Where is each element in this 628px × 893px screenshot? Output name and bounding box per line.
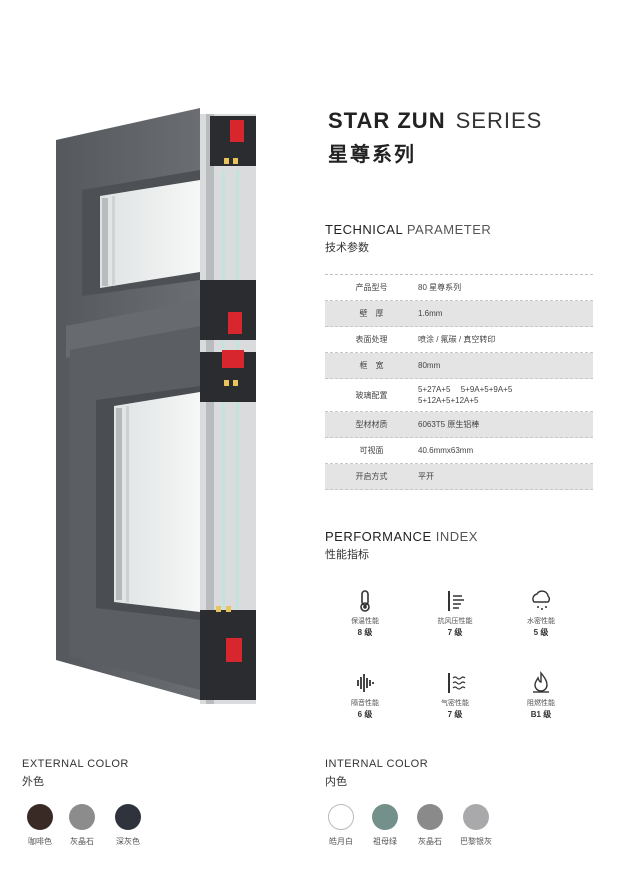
- color-swatch: 灰晶石: [66, 804, 98, 847]
- param-value: 5+27A+5 5+9A+5+9A+5 5+12A+5+12A+5: [418, 384, 593, 406]
- performance-level: B1 级: [530, 710, 552, 719]
- color-swatch: 祖母绿: [369, 804, 401, 847]
- param-value: 平开: [418, 472, 434, 481]
- color-swatch: 咖啡色: [24, 804, 56, 847]
- series-name: STAR ZUN: [328, 108, 446, 133]
- param-value-line2: 5+12A+5+12A+5: [418, 396, 479, 405]
- technical-heading-dark: TECHNICAL: [325, 222, 403, 237]
- swatch-name: 皓月白: [329, 837, 353, 846]
- param-value: 80 星尊系列: [418, 283, 462, 292]
- swatch-name: 巴黎银灰: [460, 837, 492, 846]
- swatch-dot: [463, 804, 489, 830]
- param-row: 产品型号 80 星尊系列: [325, 275, 593, 301]
- param-value: 6063T5 原生铝棒: [418, 420, 480, 429]
- sound-wave-icon: [357, 674, 374, 692]
- technical-heading: TECHNICAL PARAMETER 技术参数: [325, 222, 491, 255]
- swatch-dot: [27, 804, 53, 830]
- performance-label: 保温性能: [351, 618, 379, 625]
- param-value: 1.6mm: [418, 309, 443, 318]
- water-tight-icon: [532, 590, 550, 610]
- parameter-table: 产品型号 80 星尊系列 壁 厚 1.6mm 表面处理 喷涂 / 氟碳 / 真空…: [325, 274, 593, 490]
- external-color-heading: EXTERNAL COLOR: [22, 758, 129, 770]
- performance-item: 气密性能 7 级: [415, 670, 495, 720]
- param-key: 框 宽: [359, 361, 384, 370]
- swatch-dot: [417, 804, 443, 830]
- technical-heading-light: PARAMETER: [406, 222, 492, 237]
- performance-item: 阻燃性能 B1 级: [501, 670, 581, 720]
- performance-heading-dark: PERFORMANCE: [325, 529, 432, 544]
- performance-label: 抗风压性能: [437, 618, 473, 625]
- internal-color-heading-cn: 内色: [325, 776, 347, 788]
- param-value: 80mm: [418, 361, 441, 370]
- swatch-name: 咖啡色: [28, 837, 52, 846]
- air-tight-icon: [448, 673, 466, 693]
- external-color-heading-cn: 外色: [22, 776, 44, 788]
- performance-heading-cn: 性能指标: [325, 549, 369, 561]
- performance-level: 8 级: [357, 628, 373, 637]
- performance-item: 保温性能 8 级: [325, 588, 405, 638]
- performance-item: 水密性能 5 级: [501, 588, 581, 638]
- performance-heading-light: INDEX: [435, 529, 478, 544]
- param-row: 框 宽 80mm: [325, 353, 593, 379]
- thermometer-icon: [360, 590, 370, 612]
- series-suffix: SERIES: [455, 108, 543, 133]
- performance-label: 阻燃性能: [527, 700, 555, 707]
- param-row: 壁 厚 1.6mm: [325, 301, 593, 327]
- performance-level: 7 级: [447, 628, 463, 637]
- param-row: 开启方式 平开: [325, 464, 593, 490]
- param-key: 型材材质: [355, 420, 388, 429]
- external-color-section: EXTERNAL COLOR 外色: [22, 758, 129, 789]
- param-key: 表面处理: [355, 335, 388, 344]
- performance-item: 抗风压性能 7 级: [415, 588, 495, 638]
- color-swatch: 巴黎银灰: [460, 804, 492, 847]
- performance-label: 气密性能: [441, 700, 469, 707]
- internal-color-heading: INTERNAL COLOR: [325, 758, 429, 770]
- param-key: 产品型号: [355, 283, 388, 292]
- performance-level: 5 级: [533, 628, 549, 637]
- performance-label: 隔音性能: [351, 700, 379, 707]
- window-profile-illustration: [56, 108, 256, 704]
- color-swatch: 灰晶石: [414, 804, 446, 847]
- param-row: 玻璃配置 5+27A+5 5+9A+5+9A+5 5+12A+5+12A+5: [325, 379, 593, 412]
- technical-heading-cn: 技术参数: [325, 242, 369, 254]
- flame-icon: [533, 671, 549, 693]
- param-key: 开启方式: [355, 472, 388, 481]
- swatch-name: 祖母绿: [373, 837, 397, 846]
- wind-pressure-icon: [448, 591, 464, 611]
- swatch-dot: [115, 804, 141, 830]
- performance-item: 隔音性能 6 级: [325, 670, 405, 720]
- series-title: STAR ZUN SERIES 星尊系列: [328, 108, 542, 167]
- param-row: 型材材质 6063T5 原生铝棒: [325, 412, 593, 438]
- performance-level: 7 级: [447, 710, 463, 719]
- performance-level: 6 级: [357, 710, 373, 719]
- param-value-line1: 5+27A+5 5+9A+5+9A+5: [418, 385, 513, 394]
- swatch-dot: [69, 804, 95, 830]
- internal-color-section: INTERNAL COLOR 内色: [325, 758, 428, 789]
- swatch-name: 灰晶石: [418, 837, 442, 846]
- swatch-name: 深灰色: [116, 837, 140, 846]
- param-row: 可视面 40.6mmx63mm: [325, 438, 593, 464]
- color-swatch: 深灰色: [112, 804, 144, 847]
- param-value: 喷涂 / 氟碳 / 真空转印: [418, 335, 496, 344]
- param-key: 壁 厚: [359, 309, 384, 318]
- param-value: 40.6mmx63mm: [418, 446, 474, 455]
- swatch-name: 灰晶石: [70, 837, 94, 846]
- param-row: 表面处理 喷涂 / 氟碳 / 真空转印: [325, 327, 593, 353]
- series-title-en: STAR ZUN SERIES: [328, 108, 542, 134]
- performance-heading: PERFORMANCE INDEX 性能指标: [325, 529, 478, 562]
- series-title-cn: 星尊系列: [328, 144, 416, 166]
- param-key: 可视面: [359, 446, 384, 455]
- swatch-dot: [372, 804, 398, 830]
- swatch-dot: [328, 804, 354, 830]
- color-swatch: 皓月白: [325, 804, 357, 847]
- performance-label: 水密性能: [527, 618, 555, 625]
- param-key: 玻璃配置: [355, 390, 388, 400]
